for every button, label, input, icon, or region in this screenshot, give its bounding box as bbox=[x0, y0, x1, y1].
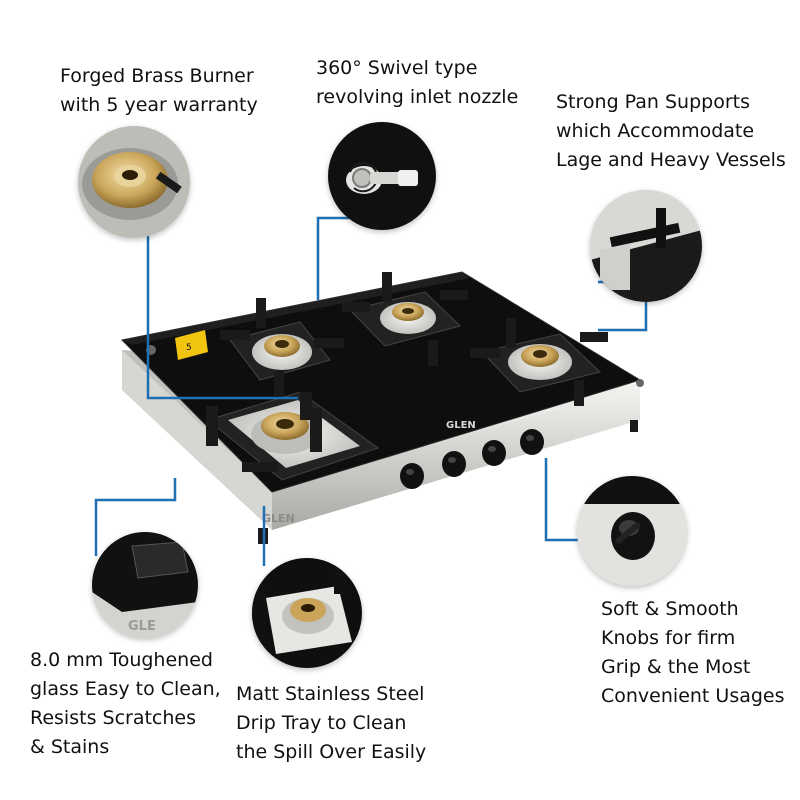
detail-circle-glass: GLE bbox=[92, 532, 198, 638]
svg-text:GLE: GLE bbox=[128, 619, 156, 634]
callout-pan-supports-line-3: Lage and Heavy Vessels bbox=[556, 149, 786, 171]
callout-glass-line-2: glass Easy to Clean, bbox=[30, 678, 221, 700]
callout-pan-supports-line-1: Strong Pan Supports bbox=[556, 91, 751, 113]
knob-4[interactable] bbox=[520, 429, 544, 455]
callout-glass-line-3: Resists Scratches bbox=[30, 707, 196, 729]
callout-drip-tray: Matt Stainless Steel Drip Tray to Clean … bbox=[236, 680, 426, 767]
callout-glass-line-4: & Stains bbox=[30, 736, 110, 758]
brand-label-front: GLEN bbox=[262, 512, 295, 525]
detail-circle-burner bbox=[78, 126, 190, 238]
callout-knobs: Soft & Smooth Knobs for firm Grip & the … bbox=[601, 595, 785, 711]
callout-glass-line-1: 8.0 mm Toughened bbox=[30, 649, 213, 671]
callout-burner: Forged Brass Burner with 5 year warranty bbox=[60, 62, 258, 120]
detail-circle-swivel bbox=[328, 122, 436, 230]
callout-knobs-line-4: Convenient Usages bbox=[601, 685, 785, 707]
callout-knobs-line-1: Soft & Smooth bbox=[601, 598, 739, 620]
knob-3[interactable] bbox=[482, 440, 506, 466]
callout-drip-tray-line-2: Drip Tray to Clean bbox=[236, 712, 407, 734]
callout-swivel-line-2: revolving inlet nozzle bbox=[316, 86, 519, 108]
detail-circle-pan-supports bbox=[590, 190, 702, 302]
brand-label-glass: GLEN bbox=[446, 420, 476, 431]
detail-circle-knob bbox=[577, 476, 687, 586]
callout-knobs-line-2: Knobs for firm bbox=[601, 627, 736, 649]
callout-drip-tray-line-3: the Spill Over Easily bbox=[236, 741, 427, 763]
knob-1[interactable] bbox=[400, 463, 424, 489]
svg-text:5: 5 bbox=[186, 343, 192, 353]
callout-burner-line-1: Forged Brass Burner bbox=[60, 65, 254, 87]
callout-burner-line-2: with 5 year warranty bbox=[60, 94, 258, 116]
burner-back-middle bbox=[342, 272, 468, 366]
callout-drip-tray-line-1: Matt Stainless Steel bbox=[236, 683, 425, 705]
detail-circle-drip-tray bbox=[252, 558, 362, 668]
callout-glass: 8.0 mm Toughened glass Easy to Clean, Re… bbox=[30, 646, 221, 762]
callout-knobs-line-3: Grip & the Most bbox=[601, 656, 751, 678]
burner-right bbox=[470, 318, 608, 406]
callout-pan-supports-line-2: which Accommodate bbox=[556, 120, 755, 142]
callout-swivel: 360° Swivel type revolving inlet nozzle bbox=[316, 54, 518, 112]
knob-2[interactable] bbox=[442, 451, 466, 477]
burner-front-left bbox=[206, 391, 380, 481]
callout-swivel-line-1: 360° Swivel type bbox=[316, 57, 478, 79]
callout-pan-supports: Strong Pan Supports which Accommodate La… bbox=[556, 88, 786, 175]
control-knobs bbox=[400, 429, 544, 489]
